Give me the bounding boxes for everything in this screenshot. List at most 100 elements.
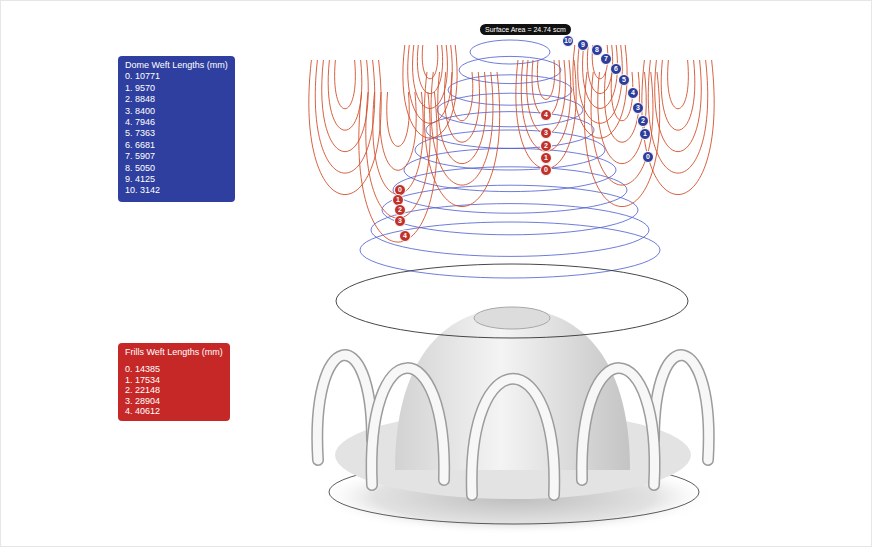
callout-badge: 1 — [540, 152, 552, 164]
callout-badge: 4 — [540, 109, 552, 121]
callout-number: 3 — [394, 217, 406, 225]
length-entry: 4. 7946 — [125, 117, 228, 128]
dome-wefts — [360, 40, 660, 278]
length-entry: 4. 40612 — [125, 406, 223, 416]
callout-badge: 1 — [392, 194, 404, 206]
length-entry: 10. 3142 — [125, 185, 228, 196]
length-entry: 6. 6681 — [125, 140, 228, 151]
callout-badge: 6 — [610, 63, 622, 75]
length-entry: 9. 4125 — [125, 174, 228, 185]
info-pill: Surface Area = 24.74 scm — [480, 24, 571, 35]
badge-circle — [541, 141, 552, 152]
callout-number: 0 — [642, 153, 654, 161]
dome-weft — [371, 204, 649, 257]
dome-weft — [415, 130, 605, 170]
callout-number: 7 — [600, 55, 612, 63]
length-entry: 3. 8400 — [125, 106, 228, 117]
dome-opening — [474, 307, 550, 329]
callout-number: 0 — [394, 186, 406, 194]
frill-wefts — [309, 45, 714, 242]
callout-badge: 4 — [399, 230, 411, 242]
frill-ribbon — [372, 368, 445, 485]
callout-number: 8 — [591, 46, 603, 54]
badge-circle — [619, 75, 630, 86]
length-entry: 1. 9570 — [125, 83, 228, 94]
callout-badge: 3 — [394, 215, 406, 227]
callout-number: 1 — [392, 196, 404, 204]
length-entry: 7. 5907 — [125, 151, 228, 162]
frill-ribbon — [472, 379, 555, 495]
dome-weft — [382, 185, 638, 235]
frill-weft — [309, 60, 381, 195]
length-entry: 1. 17534 — [125, 375, 223, 385]
badge-circle — [640, 129, 651, 140]
badge-circle — [395, 216, 406, 227]
badge-circle — [592, 45, 603, 56]
callout-number: 2 — [394, 206, 406, 214]
callout-number: 3 — [632, 104, 644, 112]
frill-weft — [516, 60, 576, 169]
frill-ribbon — [582, 368, 655, 485]
callout-number: 10 — [562, 37, 574, 45]
callout-number: 2 — [540, 142, 552, 150]
callout-badge: 0 — [642, 151, 654, 163]
frill-ribbon — [654, 355, 709, 460]
callout-badge: 8 — [591, 44, 603, 56]
badge-circle — [601, 54, 612, 65]
frill-weft — [584, 72, 659, 207]
callout-number: 6 — [610, 65, 622, 73]
length-entry: 0. 14385 — [125, 364, 223, 374]
frill-ribbon — [472, 379, 555, 495]
badge-circle — [643, 152, 654, 163]
callout-badge: 1 — [639, 128, 651, 140]
callout-badge: 3 — [540, 127, 552, 139]
front-frills — [317, 355, 708, 495]
dome-weft — [360, 222, 660, 278]
badge-circle — [395, 185, 406, 196]
frill-ribbon — [654, 355, 709, 460]
callout-number: 4 — [399, 232, 411, 240]
dome-weft — [448, 75, 572, 105]
callout-number: 9 — [577, 41, 589, 49]
callout-number: 3 — [540, 129, 552, 137]
length-panel: Dome Weft Lengths (mm)0. 107711. 95702. … — [118, 56, 235, 202]
panel-heading: Dome Weft Lengths (mm) — [125, 60, 228, 71]
callout-badge: 2 — [394, 204, 406, 216]
badge-circle — [638, 116, 649, 127]
badge-circle — [633, 103, 644, 114]
length-entry: 5. 7363 — [125, 128, 228, 139]
callout-number: 4 — [540, 111, 552, 119]
callout-number: 2 — [637, 117, 649, 125]
callout-badge: 5 — [618, 74, 630, 86]
frill-ribbon — [317, 355, 372, 460]
callout-badge: 10 — [562, 35, 574, 47]
callout-badge: 0 — [540, 164, 552, 176]
callout-number: 4 — [627, 89, 639, 97]
callout-badge: 4 — [627, 87, 639, 99]
callout-badge: 2 — [540, 140, 552, 152]
panel-heading: Frills Weft Lengths (mm) — [125, 347, 223, 357]
frill-weft — [359, 92, 437, 242]
callout-badge: 3 — [632, 102, 644, 114]
length-entry: 2. 8848 — [125, 94, 228, 105]
frill-ribbon — [372, 368, 445, 485]
callout-number: 1 — [540, 154, 552, 162]
length-entry: 2. 22148 — [125, 385, 223, 395]
length-entry: 0. 10771 — [125, 71, 228, 82]
callout-number: 1 — [639, 130, 651, 138]
badge-circle — [611, 64, 622, 75]
callout-badge: 2 — [637, 115, 649, 127]
callout-number: 0 — [540, 166, 552, 174]
length-entry: 8. 5050 — [125, 163, 228, 174]
badge-circle — [400, 231, 411, 242]
badge-circle — [628, 88, 639, 99]
length-panel: Frills Weft Lengths (mm) 0. 143851. 17534… — [118, 343, 230, 421]
length-entry: 3. 28904 — [125, 396, 223, 406]
top-plane — [336, 264, 688, 338]
frill-weft — [573, 45, 627, 138]
frill-ribbon — [582, 368, 655, 485]
badge-circle — [563, 36, 574, 47]
callout-number: 5 — [618, 76, 630, 84]
